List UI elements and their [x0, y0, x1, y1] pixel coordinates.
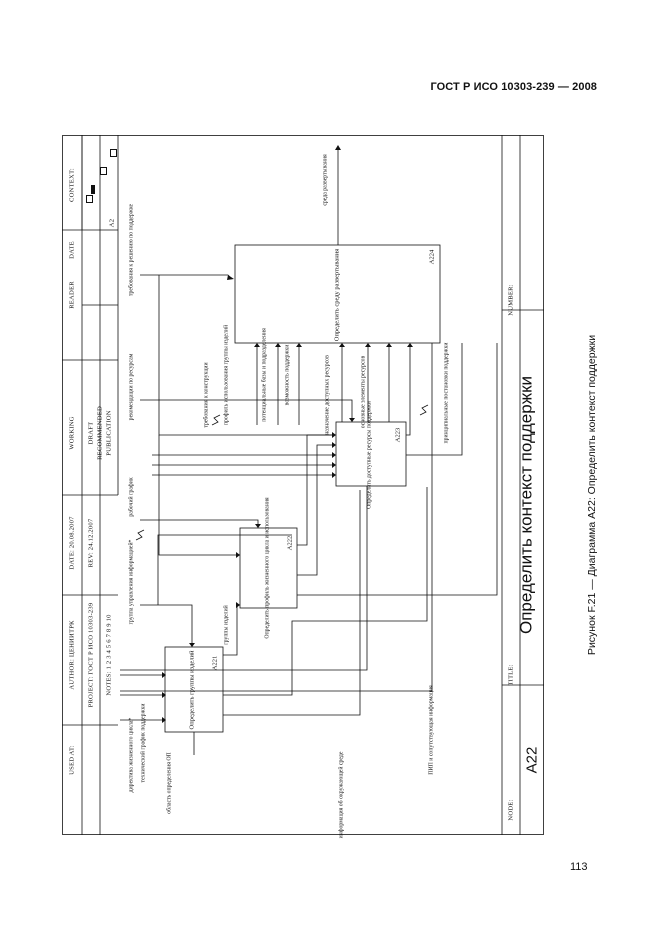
box-a223 — [335, 421, 407, 487]
tunnel-mark-3 — [419, 404, 429, 416]
arrow-a222-out-1 — [297, 434, 332, 546]
arrow-a221-out-3 — [223, 490, 361, 716]
label-resource-elements: основные элементы ресурсов — [360, 355, 367, 429]
label-number: NUMBER: — [507, 284, 515, 316]
activity-a224-name: Определить среду развертывания — [333, 248, 341, 342]
arrowhead-1 — [162, 717, 166, 723]
label-potential-bases: потенциальные базы и подразделения — [261, 328, 268, 422]
arrow-a222-out-3 — [297, 343, 498, 596]
diagram-lines — [62, 135, 544, 835]
arrow-pip — [120, 343, 433, 692]
label-used-at: USED AT: — [68, 745, 76, 775]
arrow-ctl-link-2 — [158, 435, 240, 556]
arrowhead-13 — [236, 602, 240, 608]
activity-a222-name: Определить профиль жизненного цикла и ис… — [264, 497, 271, 639]
node-value: A22 — [523, 746, 541, 774]
activity-a223-id: A223 — [394, 427, 402, 443]
arrowhead-18 — [365, 343, 371, 347]
label-usage-profile: профиль использования группы изделий — [223, 324, 230, 426]
context-box-2 — [100, 167, 107, 175]
arrowhead-21 — [335, 145, 341, 150]
arrowhead-9 — [332, 452, 336, 458]
label-publication: PUBLICATION — [105, 410, 113, 456]
label-project: PROJECT: ГОСТ Р ИСО 10303-239 — [87, 602, 95, 708]
label-in-tech-schedule: технический график поддержки — [140, 703, 147, 783]
arrow-to-a224-7 — [406, 347, 411, 436]
arrowhead-6 — [349, 418, 355, 422]
label-ctl-work-schedule: рабочий график — [128, 477, 135, 517]
label-notes: NOTES: 1 2 3 4 5 6 7 8 9 10 — [105, 614, 113, 696]
label-date2: DATE — [68, 241, 76, 259]
activity-a224-id: A224 — [428, 249, 436, 265]
arrowhead-11 — [332, 472, 336, 478]
arrow-ctl-link — [158, 275, 332, 436]
label-out-product-groups: группы изделий — [223, 605, 230, 645]
arrowhead-12 — [236, 552, 240, 558]
arrowhead-4 — [189, 643, 195, 647]
label-in-info-env: информация об окружающей среде — [338, 751, 345, 839]
label-ctl-resource-rec: рекомендации по ресурсам — [128, 353, 135, 421]
arrowhead-3 — [162, 672, 166, 678]
arrow-ctl-group-2 — [157, 534, 292, 605]
arrow-to-a224-8 — [406, 343, 463, 456]
arrowhead-7 — [332, 432, 336, 438]
arrowhead-15 — [275, 343, 281, 347]
label-recommended: RECOMMENDED — [96, 406, 104, 460]
box-a222 — [239, 527, 298, 609]
label-out-environment: среда развертывания — [322, 154, 329, 206]
label-resource-purpose: назначение доступных ресурсов — [324, 355, 331, 435]
arrowhead-16 — [296, 343, 302, 347]
page-number: 113 — [570, 861, 588, 873]
arrowhead-14 — [254, 343, 260, 347]
label-in-area: область определения ОП — [166, 752, 173, 814]
label-support-capability: возможность поддержки — [284, 344, 291, 406]
document-id: ГОСТ Р ИСО 10303-239 — 2008 — [430, 81, 597, 93]
tunnel-mark-1 — [135, 529, 145, 541]
label-support-principles: принципиальные постановки поддержки — [443, 342, 450, 444]
arrow-ctl-mgmt-group — [140, 604, 193, 647]
label-reader: READER — [68, 281, 76, 309]
arrowhead-2 — [162, 692, 166, 698]
label-ctl-mgmt-group: группа управления информацией* — [128, 539, 135, 625]
label-date: DATE: 20.08.2007 — [68, 516, 76, 570]
label-title: TITLE: — [507, 664, 515, 686]
arrowhead-5 — [255, 524, 261, 528]
activity-a221-id: A221 — [211, 655, 219, 671]
label-draft: DRAFT — [87, 421, 95, 445]
label-author: AUTHOR: ЦЕНИИТРК — [68, 620, 76, 690]
context-box-1 — [110, 149, 117, 157]
arrow-a221-out-2 — [223, 487, 428, 696]
arrowhead-8 — [332, 442, 336, 448]
diagram-title: Определить контекст поддержки — [516, 375, 536, 635]
arrow-info-env-b — [347, 486, 368, 671]
tunnel-mark-2 — [211, 414, 221, 426]
context-node: A2 — [108, 218, 116, 228]
arrowhead-22 — [227, 275, 234, 280]
arrow-ctl-work-schedule — [140, 519, 259, 528]
arrow-ctl-requirements — [140, 274, 233, 280]
idef0-diagram: USED AT: AUTHOR: ЦЕНИИТРК PROJECT: ГОСТ … — [62, 135, 544, 838]
activity-a221-name: Определить группы изделий — [188, 650, 196, 730]
label-working: WORKING — [68, 416, 76, 450]
context-box-3 — [86, 195, 93, 203]
label-rev: REV: 24.12.2007 — [87, 518, 95, 568]
arrow-ctl-resource-rec — [140, 399, 353, 422]
activity-a222-id: A222 — [286, 535, 294, 551]
figure-caption-container: Рисунок F.21 — Диаграмма A22: Определить… — [562, 150, 622, 840]
label-req-construct: требования к конструкции — [203, 362, 210, 428]
label-ctl-requirements: требования к решению по поддержке — [128, 203, 135, 297]
box-a224 — [234, 244, 441, 344]
arrowhead-20 — [407, 343, 413, 347]
context-box-current — [91, 185, 95, 194]
arrowhead-10 — [332, 462, 336, 468]
label-context: CONTEXT: — [68, 168, 76, 202]
label-in-directive: директива жизненного цикла* — [128, 717, 135, 793]
figure-caption: Рисунок F.21 — Диаграмма A22: Определить… — [586, 334, 598, 656]
arrow-a222-out-2 — [297, 444, 332, 576]
label-in-pip: ПИП и сопутствующая информация — [428, 685, 435, 775]
arrowhead-17 — [339, 343, 345, 347]
arrowhead-19 — [386, 343, 392, 347]
label-node: NODE: — [507, 799, 515, 821]
frame-border — [62, 135, 544, 835]
